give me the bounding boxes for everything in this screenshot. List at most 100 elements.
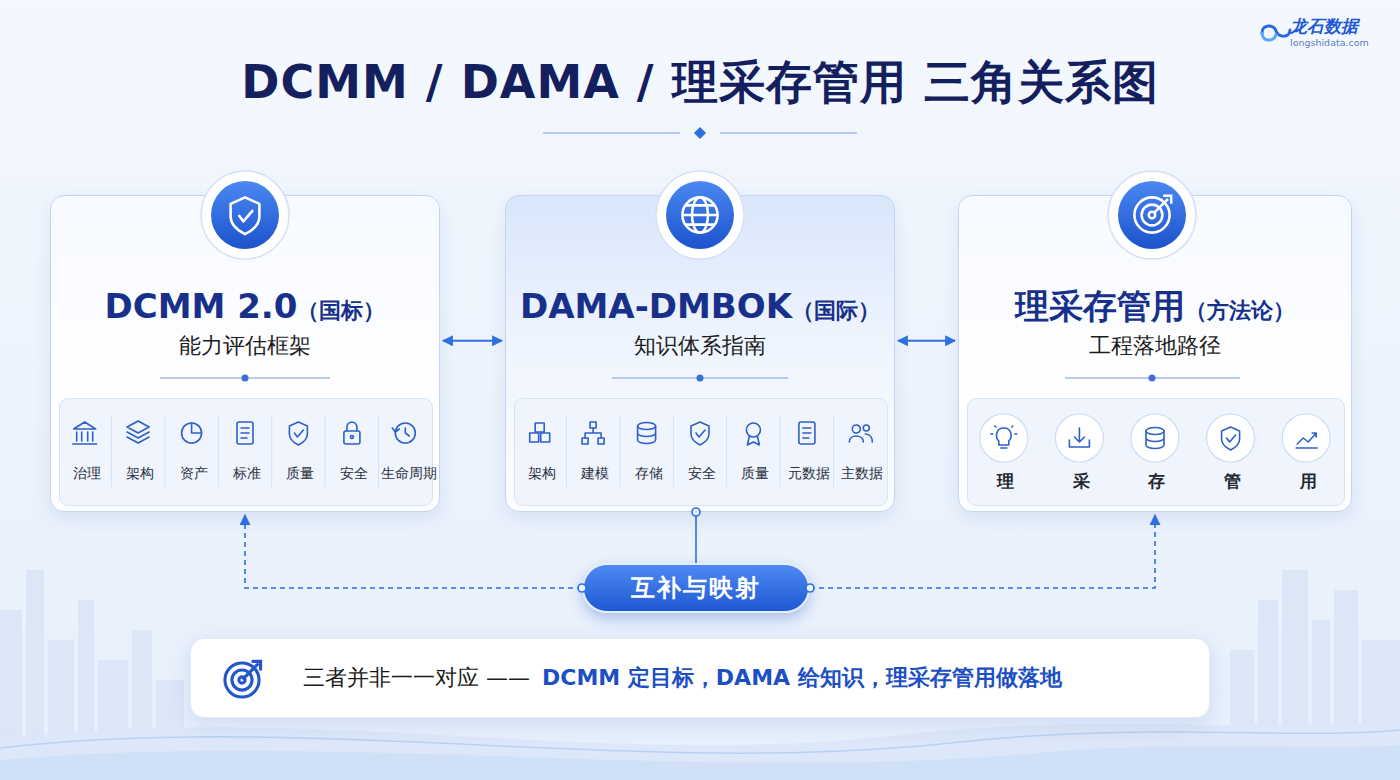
item-label: 质量 (729, 464, 782, 482)
mapping-stem (695, 512, 697, 563)
card-heading-row: DAMA-DMBOK（国际） (506, 286, 894, 333)
card-dividers (160, 377, 1240, 378)
item-label: 建模 (568, 464, 621, 482)
step-circle (1055, 414, 1103, 462)
item-panel: 架构建模存储安全质量元数据主数据 (514, 398, 888, 506)
step-circle (980, 414, 1028, 462)
double-arrow (443, 340, 502, 342)
quality-icon (746, 423, 760, 445)
separator (111, 415, 378, 487)
item-label: 架构 (515, 464, 568, 482)
architecture-icon (530, 423, 550, 442)
card-tag: （国际） (792, 291, 880, 331)
panel-separators (111, 415, 833, 487)
step-circle (1131, 414, 1179, 462)
card-heading: 理采存管用 (1015, 286, 1185, 326)
item-label: 主数据 (836, 464, 889, 482)
standard-icon (237, 422, 253, 444)
item-label: 安全 (327, 464, 380, 482)
badge-ring (1108, 171, 1196, 259)
badge-circle (666, 181, 734, 249)
card-heading-row: DCMM 2.0（国标） (51, 286, 439, 333)
wave-line (0, 730, 1400, 753)
divider-dot (242, 375, 249, 382)
step-circle (1282, 414, 1330, 462)
lifecycle-icon (392, 423, 415, 443)
divider-dot (697, 375, 704, 382)
summary-lead: 三者并非一一对应 —— (303, 663, 530, 693)
summary-bar: 三者并非一一对应 —— DCMM 定目标，DAMA 给知识，理采存管用做落地 (190, 638, 1210, 718)
item-label: 标准 (220, 464, 273, 482)
logo-loop (1262, 26, 1290, 36)
item-label: 元数据 (782, 464, 835, 482)
card-badges (201, 171, 1196, 259)
item-panel: 理采存管用 (967, 398, 1345, 506)
title-divider (543, 127, 857, 139)
security-icon (691, 422, 709, 445)
plan-icon (991, 426, 1017, 448)
wave (0, 720, 1400, 780)
divider-diamond (694, 127, 706, 139)
logo-loop (1262, 33, 1276, 40)
item-label: 理 (968, 471, 1044, 491)
framework-card: DCMM 2.0（国标）能力评估框架治理架构资产标准质量安全生命周期 (50, 195, 440, 512)
security-icon (344, 422, 360, 444)
item-label: 质量 (274, 464, 327, 482)
collect-icon (1069, 428, 1089, 447)
badge-ring (201, 171, 289, 259)
item-label: 存储 (622, 464, 675, 482)
item-label: 管 (1195, 471, 1271, 491)
divider-line (160, 377, 1240, 378)
item-label: 架构 (113, 464, 166, 482)
logo-name: 龙石数据 (1290, 16, 1358, 36)
item-panel: 治理架构资产标准质量安全生命周期 (59, 398, 433, 506)
framework-card: DAMA-DMBOK（国际）知识体系指南架构建模存储安全质量元数据主数据 (505, 195, 895, 512)
card-subtitle: 知识体系指南 (506, 331, 894, 361)
item-label: 存 (1119, 471, 1195, 491)
framework-card: 理采存管用（方法论）工程落地路径理采存管用 (958, 195, 1352, 512)
item-label: 治理 (60, 464, 113, 482)
masterdata-icon (849, 425, 872, 442)
target-icon (1134, 196, 1171, 233)
logo-url: longshidata.com (1290, 37, 1369, 49)
governance-icon (73, 422, 97, 444)
card-subtitle: 能力评估框架 (51, 331, 439, 361)
asset-icon (182, 423, 202, 443)
store-icon (1146, 428, 1164, 449)
logo-mark (1262, 26, 1290, 40)
target-icon (225, 661, 261, 697)
globe-icon (682, 197, 717, 232)
item-label: 生命周期 (381, 464, 434, 482)
badge-ring (656, 171, 744, 259)
mapping-connector (245, 515, 582, 588)
item-label: 采 (1044, 471, 1120, 491)
metadata-icon (799, 422, 815, 444)
use-icon (1296, 433, 1317, 448)
card-tag: （国标） (297, 291, 385, 331)
item-label: 资产 (167, 464, 220, 482)
summary-emphasis: DCMM 定目标，DAMA 给知识，理采存管用做落地 (542, 663, 1062, 693)
badge-circle (211, 181, 279, 249)
panel-icons-steps (991, 426, 1317, 450)
wave (0, 745, 1400, 780)
card-heading-row: 理采存管用（方法论） (959, 286, 1351, 333)
double-arrow (898, 340, 955, 342)
card-subtitle: 工程落地路径 (959, 331, 1351, 361)
divider-line (543, 132, 857, 134)
panel-circles (980, 414, 1330, 462)
modeling-icon (582, 422, 604, 444)
manage-icon (1222, 427, 1240, 450)
panel-icons-dama (530, 422, 873, 445)
card-tag: （方法论） (1185, 291, 1295, 331)
shield-icon (231, 197, 260, 234)
architecture-icon (127, 421, 149, 443)
card-heading: DAMA-DMBOK (520, 286, 792, 326)
mapping-pill: 互补与映射 (582, 563, 810, 613)
storage-icon (638, 423, 656, 444)
quality-icon (289, 422, 307, 445)
pill-text: 互补与映射 (631, 573, 761, 603)
separator (566, 415, 833, 487)
